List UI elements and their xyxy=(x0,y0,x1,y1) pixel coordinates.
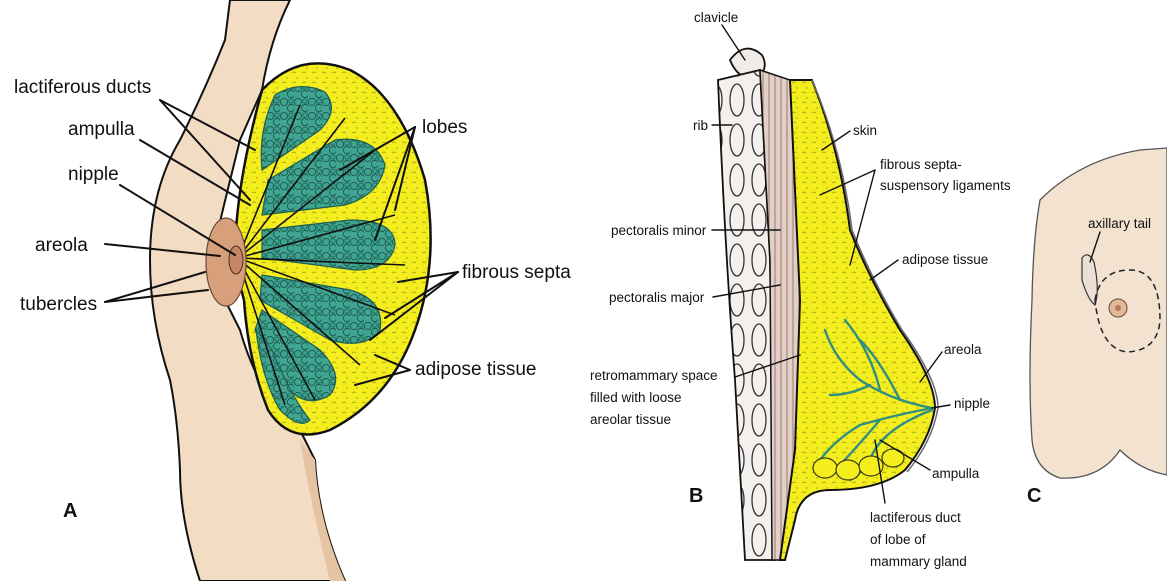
label-pectoralis-minor: pectoralis minor xyxy=(611,223,707,238)
label-areola-b: areola xyxy=(944,342,982,357)
panel-letter-a: A xyxy=(63,500,77,522)
label-retromammary-line1: retromammary space xyxy=(590,368,718,383)
panel-b-sagittal-section: clavicle rib skin fibrous septa- suspens… xyxy=(590,10,1011,569)
label-fibrous-septa: fibrous septa xyxy=(462,262,571,283)
label-rib: rib xyxy=(693,118,708,133)
label-lactiferous-line2: of lobe of xyxy=(870,532,926,547)
nipple-shape xyxy=(229,246,243,274)
nipple-c xyxy=(1115,305,1121,311)
label-lobes: lobes xyxy=(422,117,467,138)
panel-letter-b: B xyxy=(689,485,703,507)
label-axillary-tail: axillary tail xyxy=(1088,216,1151,231)
label-areola: areola xyxy=(35,235,88,256)
label-lactiferous-line1: lactiferous duct xyxy=(870,510,961,525)
torso-c-skin xyxy=(1030,148,1167,478)
label-fibrous-septa-line1: fibrous septa- xyxy=(880,157,962,172)
label-clavicle: clavicle xyxy=(694,10,738,25)
label-retromammary-line2: filled with loose xyxy=(590,390,682,405)
label-skin: skin xyxy=(853,123,877,138)
label-adipose-tissue-b: adipose tissue xyxy=(902,252,988,267)
panel-letter-c: C xyxy=(1027,485,1041,507)
label-nipple: nipple xyxy=(68,164,119,185)
breast-b-fat xyxy=(780,80,935,560)
label-lactiferous-ducts: lactiferous ducts xyxy=(14,77,151,98)
label-pectoralis-major: pectoralis major xyxy=(609,290,705,305)
label-adipose-tissue: adipose tissue xyxy=(415,359,536,380)
label-fibrous-septa-line2: suspensory ligaments xyxy=(880,178,1011,193)
panel-a-lateral-view: lactiferous ducts ampulla nipple areola … xyxy=(14,0,571,581)
label-ampulla: ampulla xyxy=(68,119,135,140)
label-lactiferous-line3: mammary gland xyxy=(870,554,967,569)
label-nipple-b: nipple xyxy=(954,396,990,411)
label-ampulla-b: ampulla xyxy=(932,466,980,481)
label-tubercles: tubercles xyxy=(20,294,97,315)
panel-c-frontal-view: axillary tail C xyxy=(1027,148,1167,507)
label-retromammary-line3: areolar tissue xyxy=(590,412,671,427)
